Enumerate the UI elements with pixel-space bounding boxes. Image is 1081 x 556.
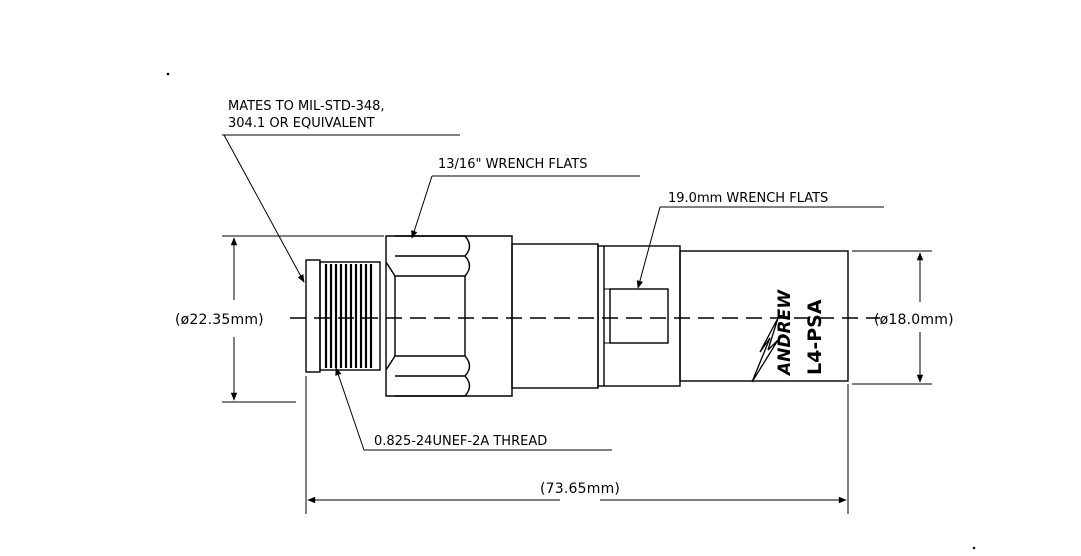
mates-line-2: 304.1 OR EQUIVALENT	[228, 116, 375, 131]
hex-nut-flats	[385, 235, 471, 397]
wrench-flats-mm-callout: 19.0mm WRENCH FLATS	[636, 191, 884, 289]
overall-length-dimension: (73.65mm)	[305, 376, 849, 514]
stray-dot	[972, 546, 976, 550]
left-diameter-dimension: (ø22.35mm)	[175, 235, 384, 403]
overall-length-label: (73.65mm)	[540, 481, 620, 497]
right-diameter-label: (ø18.0mm)	[874, 312, 954, 328]
thread-section	[319, 261, 381, 371]
connector-body	[305, 235, 849, 397]
brand-name: ANDREW	[775, 289, 795, 377]
stray-dot	[166, 72, 170, 76]
right-diameter-dimension: (ø18.0mm)	[852, 250, 954, 385]
left-diameter-label: (ø22.35mm)	[175, 312, 264, 328]
front-face	[305, 259, 321, 373]
thread-label: 0.825-24UNEF-2A THREAD	[374, 434, 547, 449]
wrench-flats-inch-label: 13/16" WRENCH FLATS	[438, 157, 587, 172]
mates-to-callout: MATES TO MIL-STD-348, 304.1 OR EQUIVALEN…	[222, 99, 460, 283]
wrench-flats-inch-callout: 13/16" WRENCH FLATS	[411, 157, 640, 239]
model-number: L4-PSA	[804, 299, 826, 375]
hex-19mm-flat	[609, 288, 669, 344]
mid-body	[511, 243, 599, 389]
mates-line-1: MATES TO MIL-STD-348,	[228, 99, 385, 114]
thread-lines	[324, 264, 373, 368]
rear-body	[679, 250, 849, 382]
body-marking: ANDREW L4-PSA	[751, 289, 826, 383]
brand-logo-icon	[751, 317, 779, 383]
wrench-flats-mm-label: 19.0mm WRENCH FLATS	[668, 191, 828, 206]
hex-nut	[385, 235, 513, 397]
thread-callout: 0.825-24UNEF-2A THREAD	[335, 367, 612, 451]
